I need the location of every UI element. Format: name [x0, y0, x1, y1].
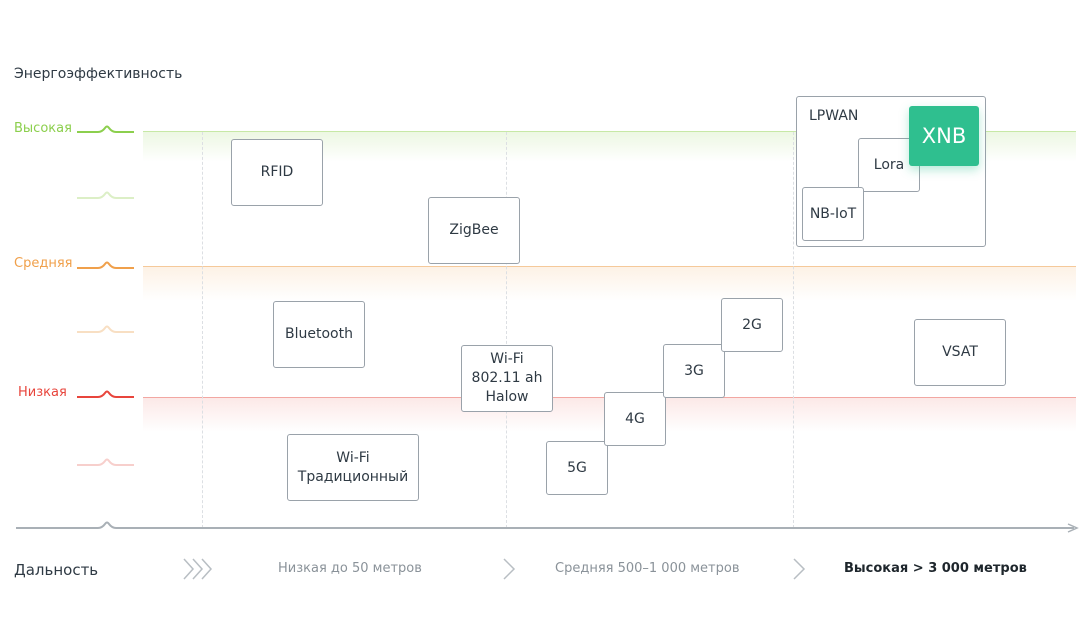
range-label-low: Низкая до 50 метров [278, 561, 422, 576]
x-axis-title: Дальность [14, 561, 99, 579]
level-label-low: Низкая [18, 385, 67, 400]
range-divider-1 [202, 132, 203, 528]
2g-node: 2G [721, 298, 783, 352]
chevron-right-icon [503, 558, 516, 580]
zigbee-node: ZigBee [428, 197, 520, 264]
bluetooth-node: Bluetooth [273, 301, 365, 368]
rfid-node: RFID [231, 139, 323, 206]
4g-label: 4G [625, 410, 645, 427]
2g-label: 2G [742, 316, 762, 333]
nbiot-node: NB-IoT [802, 187, 864, 241]
level-marker-medium-sub [77, 325, 134, 333]
5g-label: 5G [567, 459, 587, 476]
xnb-node: XNB [909, 106, 979, 166]
medium-level-line [143, 266, 1076, 267]
range-label-medium: Средняя 500–1 000 метров [555, 561, 740, 576]
range-label-high: Высокая > 3 000 метров [844, 561, 1027, 576]
xnb-label: XNB [921, 124, 967, 148]
wifi-halow-node: Wi-Fi 802.11 ah Halow [461, 345, 553, 412]
zigbee-label: ZigBee [449, 222, 499, 238]
wifi-traditional-node: Wi-Fi Традиционный [287, 434, 419, 501]
level-marker-low [77, 390, 134, 398]
level-marker-low-sub [77, 458, 134, 466]
range-divider-2 [506, 132, 507, 528]
nbiot-label: NB-IoT [809, 205, 857, 222]
chevron-right-icon [793, 558, 806, 580]
high-level-line [143, 131, 1076, 132]
y-axis-title: Энергоэффективность [14, 66, 183, 82]
triple-chevron-icon [183, 558, 213, 580]
wifi-halow-label: Wi-Fi 802.11 ah Halow [471, 351, 543, 405]
wifi-traditional-label: Wi-Fi Традиционный [297, 449, 409, 485]
3g-label: 3G [684, 362, 704, 379]
level-marker-high [77, 125, 134, 133]
lpwan-label: LPWAN [809, 108, 859, 124]
5g-node: 5G [546, 441, 608, 495]
3g-node: 3G [663, 344, 725, 398]
vsat-label: VSAT [942, 344, 978, 360]
level-label-high: Высокая [14, 121, 72, 136]
level-marker-high-sub [77, 191, 134, 199]
x-axis-line [16, 521, 1079, 533]
medium-band [143, 267, 1076, 301]
vsat-node: VSAT [914, 319, 1006, 386]
range-divider-3 [793, 132, 794, 528]
level-label-medium: Средняя [14, 256, 73, 271]
level-marker-medium [77, 261, 134, 269]
rfid-label: RFID [260, 164, 294, 180]
bluetooth-label: Bluetooth [285, 326, 353, 342]
4g-node: 4G [604, 392, 666, 446]
lora-label: Lora [873, 156, 905, 173]
